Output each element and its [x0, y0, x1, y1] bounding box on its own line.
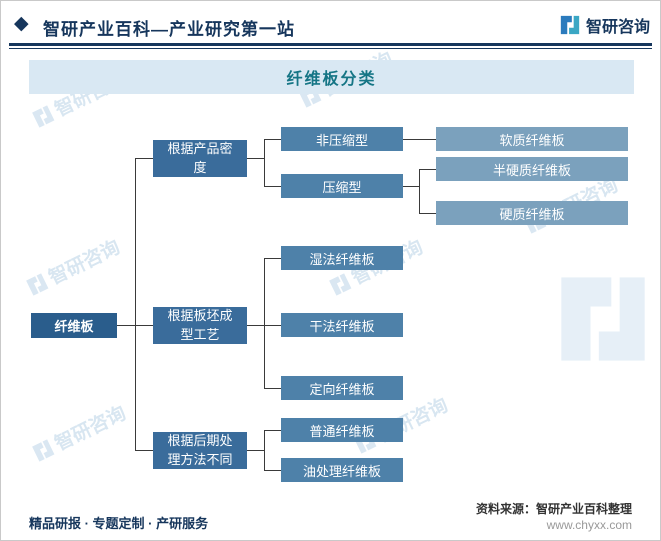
company-logo: 智研咨询: [559, 13, 650, 37]
watermark: 智研咨询: [22, 232, 124, 300]
node-branch-forming: 根据板坯成型工艺: [153, 307, 247, 344]
watermark-logo-icon: [25, 272, 49, 296]
header-rule-thin: [9, 48, 652, 49]
footer-website: www.chyxx.com: [546, 518, 632, 532]
node-plain-fiberboard: 普通纤维板: [281, 418, 403, 442]
company-logo-icon: [560, 15, 580, 35]
watermark: 智研咨询: [28, 398, 130, 466]
node-noncompressed: 非压缩型: [281, 127, 403, 151]
node-wet-fiberboard: 湿法纤维板: [281, 246, 403, 270]
node-branch-density: 根据产品密度: [153, 140, 247, 177]
node-dry-fiberboard: 干法纤维板: [281, 313, 403, 337]
connector-line: [264, 186, 281, 187]
footer-services: 精品研报 · 专题定制 · 产研服务: [29, 516, 209, 531]
node-branch-posttreatment: 根据后期处理方法不同: [153, 432, 247, 469]
header-rule-thick: [9, 43, 652, 46]
connector-line: [403, 186, 419, 187]
connector-line: [135, 158, 153, 159]
connector-line: [419, 213, 436, 214]
site-title: 智研产业百科—产业研究第一站: [43, 20, 295, 39]
node-oriented-fiberboard: 定向纤维板: [281, 376, 403, 400]
node-hard-fiberboard: 硬质纤维板: [436, 201, 628, 225]
node-soft-fiberboard: 软质纤维板: [436, 127, 628, 151]
watermark-logo-big: [561, 277, 645, 361]
connector-line: [135, 325, 153, 326]
watermark-text: 智研咨询: [45, 236, 124, 290]
connector-line: [247, 450, 264, 451]
footer-source: 资料来源：智研产业百科整理: [475, 502, 632, 516]
chart-title-band: 纤维板分类: [29, 60, 634, 94]
connector-line: [264, 258, 281, 259]
connector-line: [117, 325, 135, 326]
connector-line: [135, 450, 153, 451]
connector-line: [247, 158, 264, 159]
node-root: 纤维板: [31, 313, 117, 338]
connector-line: [264, 430, 265, 471]
connector-line: [264, 139, 265, 187]
connector-line: [419, 169, 436, 170]
watermark-text: 智研咨询: [51, 402, 130, 456]
connector-line: [264, 258, 265, 389]
connector-line: [264, 325, 281, 326]
watermark-logo-icon: [328, 272, 352, 296]
watermark-logo-icon: [31, 104, 55, 128]
company-logo-text: 智研咨询: [585, 19, 650, 36]
connector-line: [264, 388, 281, 389]
connector-line: [135, 158, 136, 451]
connector-line: [419, 169, 420, 214]
node-compressed: 压缩型: [281, 174, 403, 198]
connector-line: [264, 430, 281, 431]
brand-diamond-icon: ◆: [14, 13, 29, 34]
node-oiltreated-fiberboard: 油处理纤维板: [281, 458, 403, 482]
node-semihard-fiberboard: 半硬质纤维板: [436, 157, 628, 181]
chart-title: 纤维板分类: [286, 71, 377, 88]
connector-line: [247, 325, 264, 326]
watermark-logo-icon: [31, 438, 55, 462]
connector-line: [264, 470, 281, 471]
connector-line: [264, 139, 281, 140]
connector-line: [403, 139, 436, 140]
